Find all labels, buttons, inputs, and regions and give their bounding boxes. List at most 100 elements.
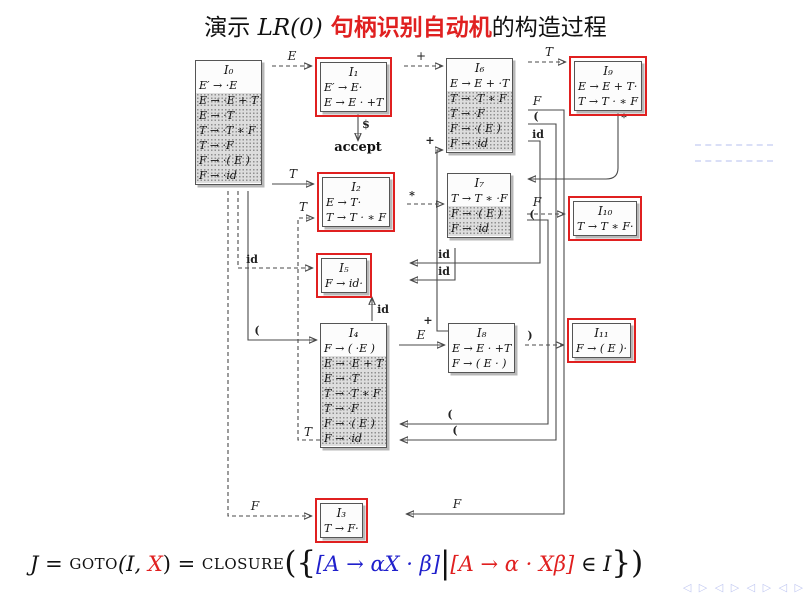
edge-label-lparen3b: ( <box>447 408 452 421</box>
production-item: E → T· <box>326 196 362 209</box>
edge-I7-paren-I4 <box>401 219 549 424</box>
production-item: F → ( E · ) <box>452 357 507 370</box>
edge-label-rparen: ) <box>527 329 532 342</box>
formula-goto: GOTO <box>69 554 118 573</box>
production-item: F → ·id <box>448 221 510 236</box>
state-label-I0: I₀ <box>223 63 234 77</box>
state-I8: I₈ E → E · +T F → ( E · ) <box>448 323 516 373</box>
edge-label-T3b: T <box>304 425 313 439</box>
formula-bar: | <box>439 545 451 581</box>
state-label-I5: I₅ <box>339 261 349 275</box>
production-item: F → ·( E ) <box>447 121 512 136</box>
state-label-I2: I₂ <box>351 180 361 194</box>
edge-label-F: F <box>532 195 542 209</box>
edge-label-F3: F <box>532 94 542 108</box>
production-item: F → ·( E ) <box>196 153 261 168</box>
production-item: E → ·E + T <box>321 356 386 371</box>
state-I1: I₁ E′ → E· E → E · +T <box>315 57 393 117</box>
production-item: T → T ∗ F· <box>577 220 634 233</box>
state-label-I11: I₁₁ <box>594 326 609 340</box>
edge-I0-F-I3 <box>227 191 311 516</box>
production-item: T → ·F <box>321 401 386 416</box>
formula-equals: ) = <box>162 551 202 576</box>
edge-label-E2: E <box>416 328 426 342</box>
edge-I6-F-I3 <box>407 109 565 514</box>
formula-arg: (I, <box>117 551 148 576</box>
production-item: E → E · +T <box>452 342 512 355</box>
state-label-I6: I₆ <box>474 61 485 75</box>
state-label-I4: I₄ <box>348 326 359 340</box>
production-item: F → ·id <box>196 168 261 183</box>
production-item: E → E · +T <box>324 96 384 109</box>
edge-label-plus2: + <box>425 134 434 147</box>
production-item: E → E + T· <box>578 80 638 93</box>
beamer-nav-symbols: ◁ ▷ ◁ ▷ ◁ ▷ ◁ ▷ <box>682 581 805 594</box>
formula-j: J = <box>30 551 70 576</box>
production-item: E → ·T <box>321 371 386 386</box>
edge-I9-star-I7 <box>529 109 619 179</box>
edge-label-plus2b: + <box>423 314 432 327</box>
production-item: T → T · ∗ F <box>326 211 386 224</box>
production-item: E′ → ·E <box>199 79 238 92</box>
edge-label-id4: id <box>438 265 450 278</box>
state-I10: I₁₀ T → T ∗ F· <box>568 196 643 241</box>
production-item: F → ·id <box>321 431 386 446</box>
edge-label-id: id <box>246 253 258 266</box>
formula-open-brace: { <box>296 545 317 581</box>
production-item: T → ·F <box>196 138 261 153</box>
edge-label-plus: + <box>416 49 426 63</box>
state-I3: I₃ T → F· <box>315 498 368 543</box>
goto-closure-formula: J = GOTO(I, X) = CLOSURE({[A → αX · β]|[… <box>30 548 800 579</box>
state-I2: I₂ E → T· T → T · ∗ F <box>317 172 395 232</box>
production-item: T → T ∗ ·F <box>451 192 508 205</box>
edge-label-lparen: ( <box>254 324 259 337</box>
formula-closure: CLOSURE <box>201 554 285 573</box>
edge-label-dollar: $ <box>362 118 370 131</box>
state-label-I1: I₁ <box>348 65 359 79</box>
edge-label-lparen2b: ( <box>452 424 457 437</box>
edge-label-id3: id <box>532 128 544 141</box>
state-label-I9: I₉ <box>603 64 613 78</box>
production-item: E → ·T <box>196 108 261 123</box>
faint-artifact <box>695 160 773 162</box>
edge-I7-id-I5 <box>411 248 456 280</box>
production-item: F → ( ·E ) <box>324 342 375 355</box>
edge-label-id3b: id <box>438 248 450 261</box>
production-item: T → ·T ∗ F <box>196 123 261 138</box>
formula-close-paren: ) <box>631 545 644 581</box>
production-item: T → F· <box>324 522 359 535</box>
formula-x-red: X <box>147 551 163 576</box>
slide-title: 演示 LR(0) 句柄识别自动机的构造过程 <box>0 8 811 42</box>
state-label-I8: I₈ <box>476 326 487 340</box>
formula-close-brace: } <box>611 545 632 581</box>
production-item: F → ·( E ) <box>321 416 386 431</box>
edge-label-id2: id <box>377 303 389 316</box>
production-item: F → id· <box>325 277 363 290</box>
state-label-I3: I₃ <box>336 506 347 520</box>
formula-item-red: [A → α · Xβ] <box>450 551 575 576</box>
formula-item-blue: [A → αX · β] <box>316 551 440 576</box>
state-label-I10: I₁₀ <box>598 204 613 218</box>
production-item: F → ·id <box>447 136 512 151</box>
edge-I6-paren-I4 <box>401 123 557 440</box>
edge-label-star2: * <box>409 189 415 202</box>
production-item: E → ·E + T <box>196 93 261 108</box>
title-math-lr0: LR(0) <box>257 15 323 41</box>
production-item: T → ·T ∗ F <box>447 91 512 106</box>
edge-I0-id-I5 <box>237 191 312 268</box>
edge-label-T2: T <box>289 167 298 181</box>
production-item: T → ·T ∗ F <box>321 386 386 401</box>
production-item: E′ → E· <box>324 81 363 94</box>
formula-open-paren: ( <box>284 545 297 581</box>
production-item: E → E + ·T <box>450 77 510 90</box>
title-highlight: 句柄识别自动机 <box>322 14 492 41</box>
edge-label-T: T <box>545 45 554 59</box>
production-item: T → ·F <box>447 106 512 121</box>
edge-I0-paren-I4 <box>247 191 316 340</box>
